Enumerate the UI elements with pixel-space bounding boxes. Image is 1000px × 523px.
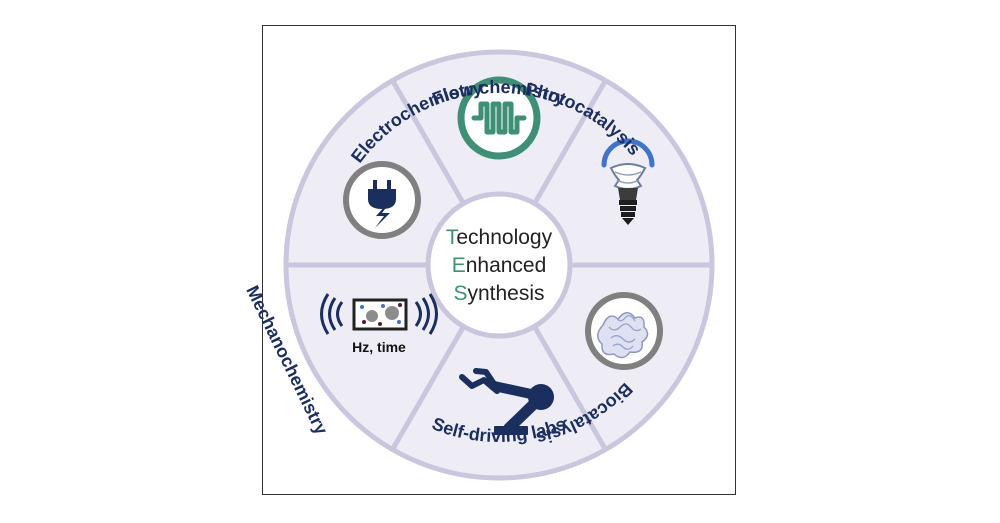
ball-mill-icon: Hz, time — [320, 293, 438, 355]
divider-bottom-left — [390, 325, 466, 451]
center-initial-e: E — [452, 254, 466, 277]
light-bulb-icon — [601, 138, 655, 225]
mechano-caption: Hz, time — [352, 339, 406, 355]
robot-arm-icon — [459, 368, 554, 435]
center-word-enhanced: nhanced — [466, 254, 547, 277]
divider-bottom-right — [532, 325, 608, 451]
electric-plug-icon — [343, 161, 421, 239]
svg-text:Enhanced: Enhanced — [452, 254, 547, 277]
serpentine-reactor-icon — [457, 76, 541, 160]
center-title: Technology Enhanced Synthesis — [446, 226, 553, 305]
divider-top-left — [390, 79, 466, 205]
divider-top-right — [532, 79, 608, 205]
center-initial-t: T — [446, 226, 459, 249]
center-hub — [425, 191, 573, 339]
center-word-synthesis: ynthesis — [467, 282, 544, 305]
svg-text:Technology: Technology — [446, 226, 553, 249]
enzyme-icon — [585, 292, 663, 370]
center-word-technology: echnology — [456, 226, 552, 249]
svg-text:Synthesis: Synthesis — [453, 282, 544, 305]
center-initial-s: S — [453, 282, 467, 305]
